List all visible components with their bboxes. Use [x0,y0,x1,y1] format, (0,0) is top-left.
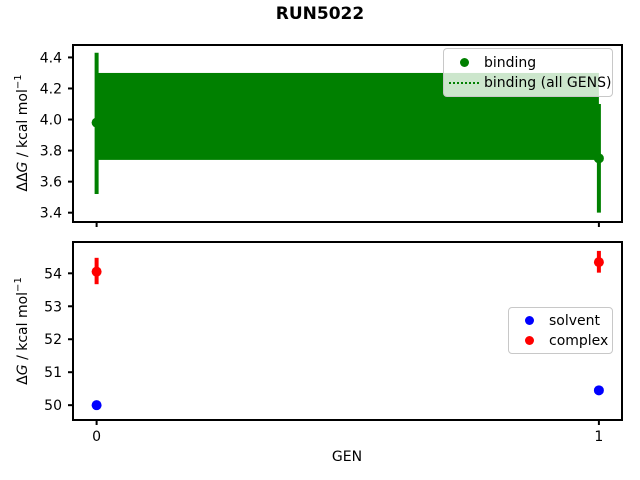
legend-label: binding [484,54,537,71]
unit-exponent: −1 [13,277,25,292]
figure-title: RUN5022 [275,4,365,24]
axes-frame [72,44,623,223]
legend-label: complex [549,332,609,349]
data-point-binding-gen1 [593,153,604,164]
data-point-solvent-gen0 [91,400,102,411]
y-tick-label: 4.4 [40,50,62,66]
legend-marker-icon [509,316,549,325]
top-y-axis-label: ΔΔG / kcal mol−1 [13,74,31,191]
y-tick-label: 53 [44,299,62,315]
delta-symbol: Δ [14,375,31,385]
delta-delta-symbol: ΔΔ [14,172,31,192]
legend-marker-icon [509,336,549,345]
unit-text: / kcal mol [14,89,31,162]
y-tick-label: 51 [44,365,62,381]
y-tick-label: 3.8 [40,144,62,160]
axes-frame [72,241,623,421]
data-point-binding-gen0 [91,117,102,128]
legend-dotted-line-icon [444,81,484,84]
top-legend: binding binding (all GENS) [443,48,613,97]
legend-entry-solvent: solvent [509,311,612,331]
x-tick-label: 1 [594,429,603,445]
y-tick-label: 3.4 [40,206,62,222]
x-tick-label: 0 [92,429,101,445]
unit-text: / kcal mol [14,291,31,365]
legend-marker-icon [444,58,484,67]
legend-label: solvent [549,312,601,329]
y-tick-label: 4.0 [40,113,62,129]
legend-entry-binding: binding [444,53,612,73]
y-tick-label: 52 [44,332,62,348]
y-tick-label: 54 [44,266,62,282]
unit-exponent: −1 [13,74,25,90]
legend-entry-complex: complex [509,331,612,351]
g-symbol: G [14,161,31,173]
x-axis-label: GEN [331,449,363,465]
legend-entry-binding-all-gens-: binding (all GENS) [444,73,612,93]
y-tick-label: 50 [44,398,62,414]
bottom-y-axis-label: ΔG / kcal mol−1 [13,277,31,385]
data-point-solvent-gen1 [593,385,604,396]
g-symbol: G [14,364,31,376]
data-point-complex-gen1 [593,257,604,268]
bottom-legend: solvent complex [508,307,613,354]
y-tick-label: 3.6 [40,175,62,191]
y-tick-label: 4.2 [40,81,62,97]
data-point-complex-gen0 [91,266,102,277]
legend-label: binding (all GENS) [484,74,612,91]
